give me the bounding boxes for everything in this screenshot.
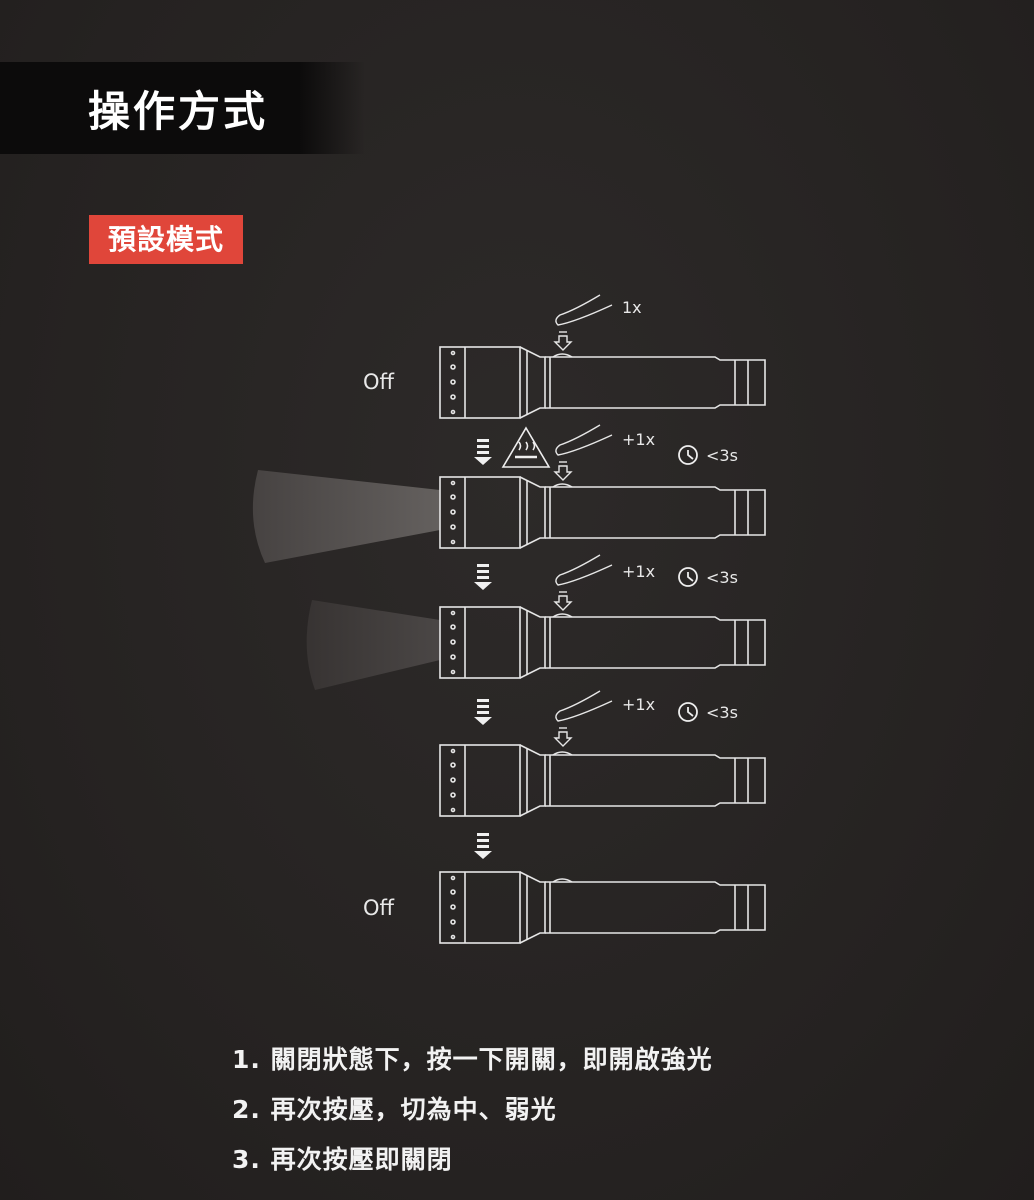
down-arrow-icon <box>474 564 492 590</box>
state-label-off: Off <box>363 370 394 394</box>
beam-medium <box>306 600 440 690</box>
press-count: +1x <box>622 695 656 714</box>
press-finger-icon <box>554 690 613 747</box>
flashlight-off <box>439 346 766 419</box>
press-finger-icon <box>554 554 613 611</box>
hot-surface-warning-icon <box>501 426 551 468</box>
clock-icon <box>678 567 698 587</box>
clock-icon <box>678 445 698 465</box>
press-finger-icon <box>554 294 613 351</box>
instruction-1: 1. 關閉狀態下，按一下開關，即開啟強光 <box>232 1045 713 1074</box>
flashlight-off-end <box>439 871 766 944</box>
instruction-3: 3. 再次按壓即關閉 <box>232 1145 453 1174</box>
timer-label: <3s <box>706 703 738 722</box>
press-count: 1x <box>622 298 642 317</box>
page-title: 操作方式 <box>88 87 269 136</box>
flashlight-low <box>439 744 766 817</box>
timer-label: <3s <box>706 568 738 587</box>
press-count: +1x <box>622 430 656 449</box>
down-arrow-icon <box>474 439 492 465</box>
flashlight-medium <box>439 606 766 679</box>
title-band <box>0 62 365 154</box>
press-count: +1x <box>622 562 656 581</box>
clock-icon <box>678 702 698 722</box>
press-finger-icon <box>554 424 613 481</box>
state-label-off: Off <box>363 896 394 920</box>
instruction-2: 2. 再次按壓，切為中、弱光 <box>232 1095 557 1124</box>
down-arrow-icon <box>474 833 492 859</box>
beam-high <box>252 470 440 563</box>
mode-badge: 預設模式 <box>89 215 243 264</box>
timer-label: <3s <box>706 446 738 465</box>
flashlight-high <box>439 476 766 549</box>
down-arrow-icon <box>474 699 492 725</box>
